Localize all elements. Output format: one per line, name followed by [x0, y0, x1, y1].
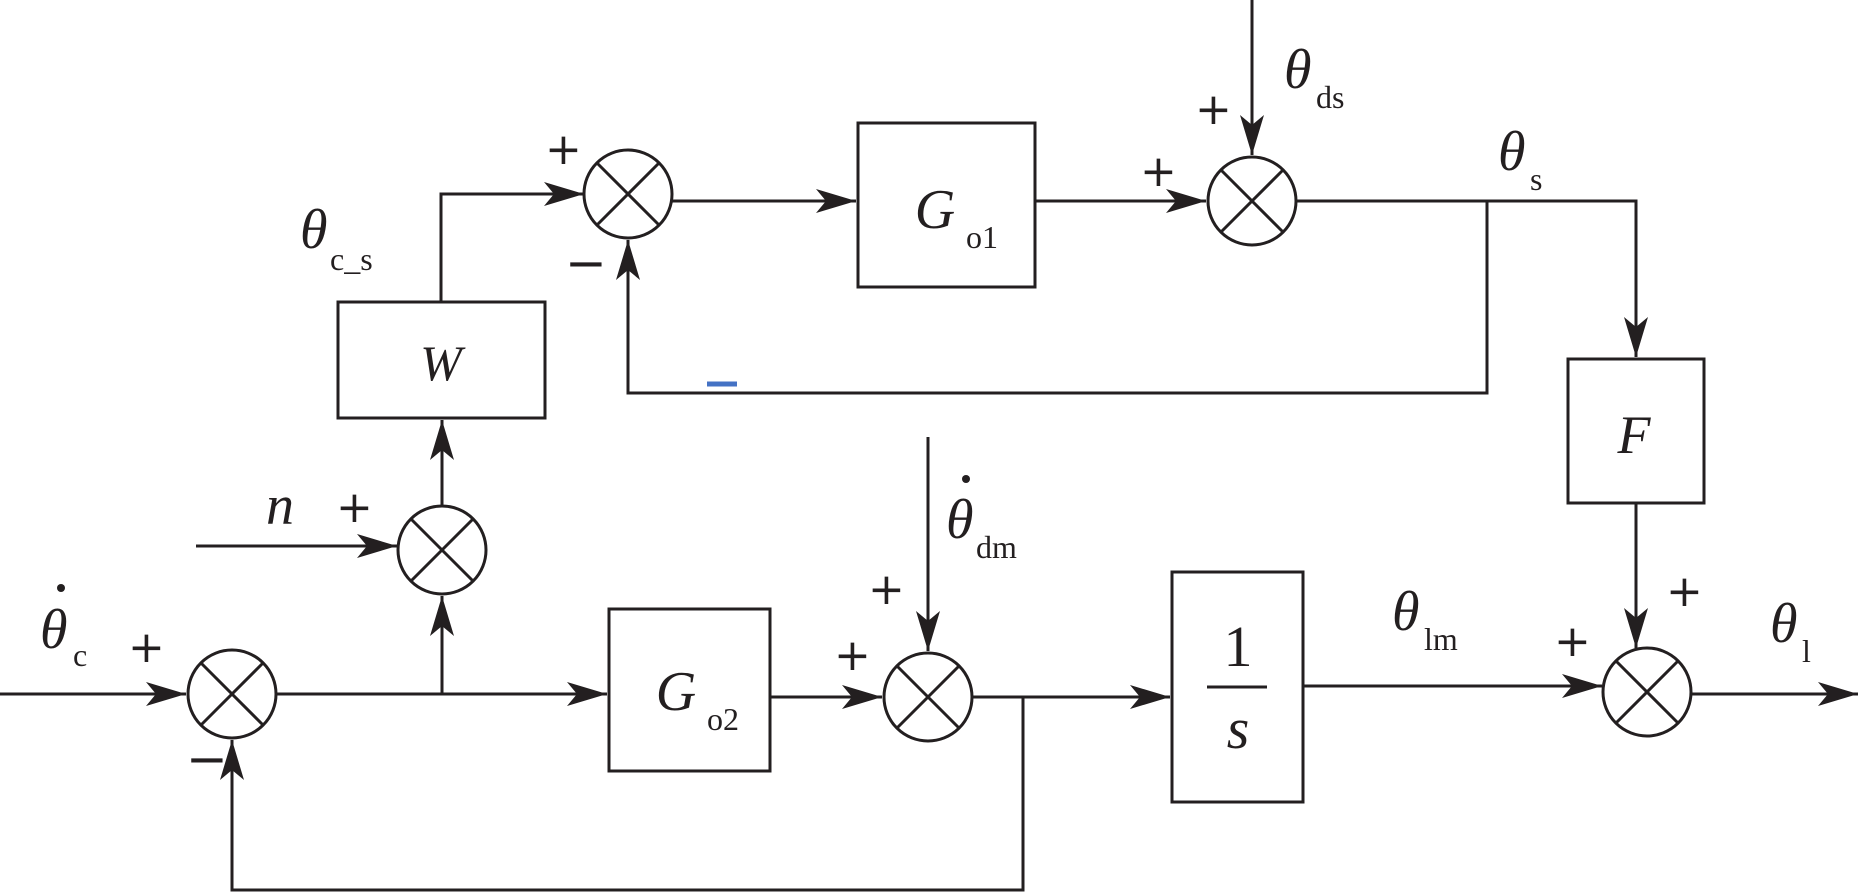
label-theta-lm: θ: [1392, 581, 1420, 643]
label-n: n: [266, 475, 294, 537]
label-theta-s-sub: s: [1530, 161, 1542, 197]
label-theta-dot-c-dot: [57, 584, 65, 592]
sign-sum-out-plus-left: +: [1554, 616, 1591, 667]
label-theta-dot-dm: θ: [946, 489, 974, 551]
sign-sum5-plus-left: +: [834, 630, 871, 681]
label-theta-ds-sub: ds: [1316, 79, 1344, 115]
summing-junction-5: [882, 651, 974, 743]
summing-junction-output: [1601, 646, 1693, 738]
summing-junction-3: [186, 648, 278, 740]
f-block-label: F: [1617, 405, 1652, 465]
label-theta-c-s-sub: c_s: [330, 241, 373, 277]
wire-sum2-to-f: [1296, 199, 1648, 357]
label-theta-l-sub: l: [1802, 633, 1811, 669]
sign-sum3-minus: −: [186, 730, 228, 788]
sign-sum-out-plus-top: +: [1666, 566, 1703, 617]
label-theta-dot-dm-dot: [962, 475, 970, 483]
wire-lower-feedback: [220, 697, 1025, 892]
integrator-block: 1 s: [1170, 570, 1305, 804]
label-theta-lm-sub: lm: [1424, 621, 1458, 657]
label-theta-s: θ: [1498, 121, 1526, 183]
label-theta-dot-dm-sub: dm: [976, 529, 1017, 565]
sign-sum4-plus: +: [336, 482, 373, 533]
label-theta-c-s: θ: [300, 199, 328, 261]
wire-w-to-sum1: [439, 182, 584, 302]
sign-sum2-plus-left: +: [1140, 146, 1177, 197]
f-block: F: [1566, 357, 1706, 505]
go2-block: G o2: [607, 607, 772, 773]
label-theta-dot-c: θ: [40, 599, 68, 661]
go1-block: G o1: [856, 121, 1037, 289]
wire-upper-feedback: [616, 201, 1489, 395]
summing-junction-2: [1206, 155, 1298, 247]
sign-sum2-plus-top: +: [1195, 84, 1232, 135]
integrator-numerator: 1: [1224, 614, 1253, 679]
go2-block-label: G: [656, 661, 696, 723]
go1-block-subscript: o1: [966, 219, 998, 255]
w-block: W: [336, 300, 547, 420]
go1-block-label: G: [915, 179, 955, 241]
summing-junction-4: [396, 504, 488, 596]
go2-block-subscript: o2: [707, 701, 739, 737]
sign-sum1-plus: +: [545, 124, 582, 175]
sign-sum1-minus: −: [565, 234, 607, 292]
sign-sum5-plus-top: +: [868, 564, 905, 615]
sign-sum3-plus: +: [128, 622, 165, 673]
label-theta-l: θ: [1770, 593, 1798, 655]
label-theta-dot-c-sub: c: [73, 637, 87, 673]
label-theta-ds: θ: [1284, 39, 1312, 101]
summing-junction-1: [582, 148, 674, 240]
w-block-label: W: [420, 335, 466, 391]
integrator-denominator: s: [1227, 696, 1250, 761]
